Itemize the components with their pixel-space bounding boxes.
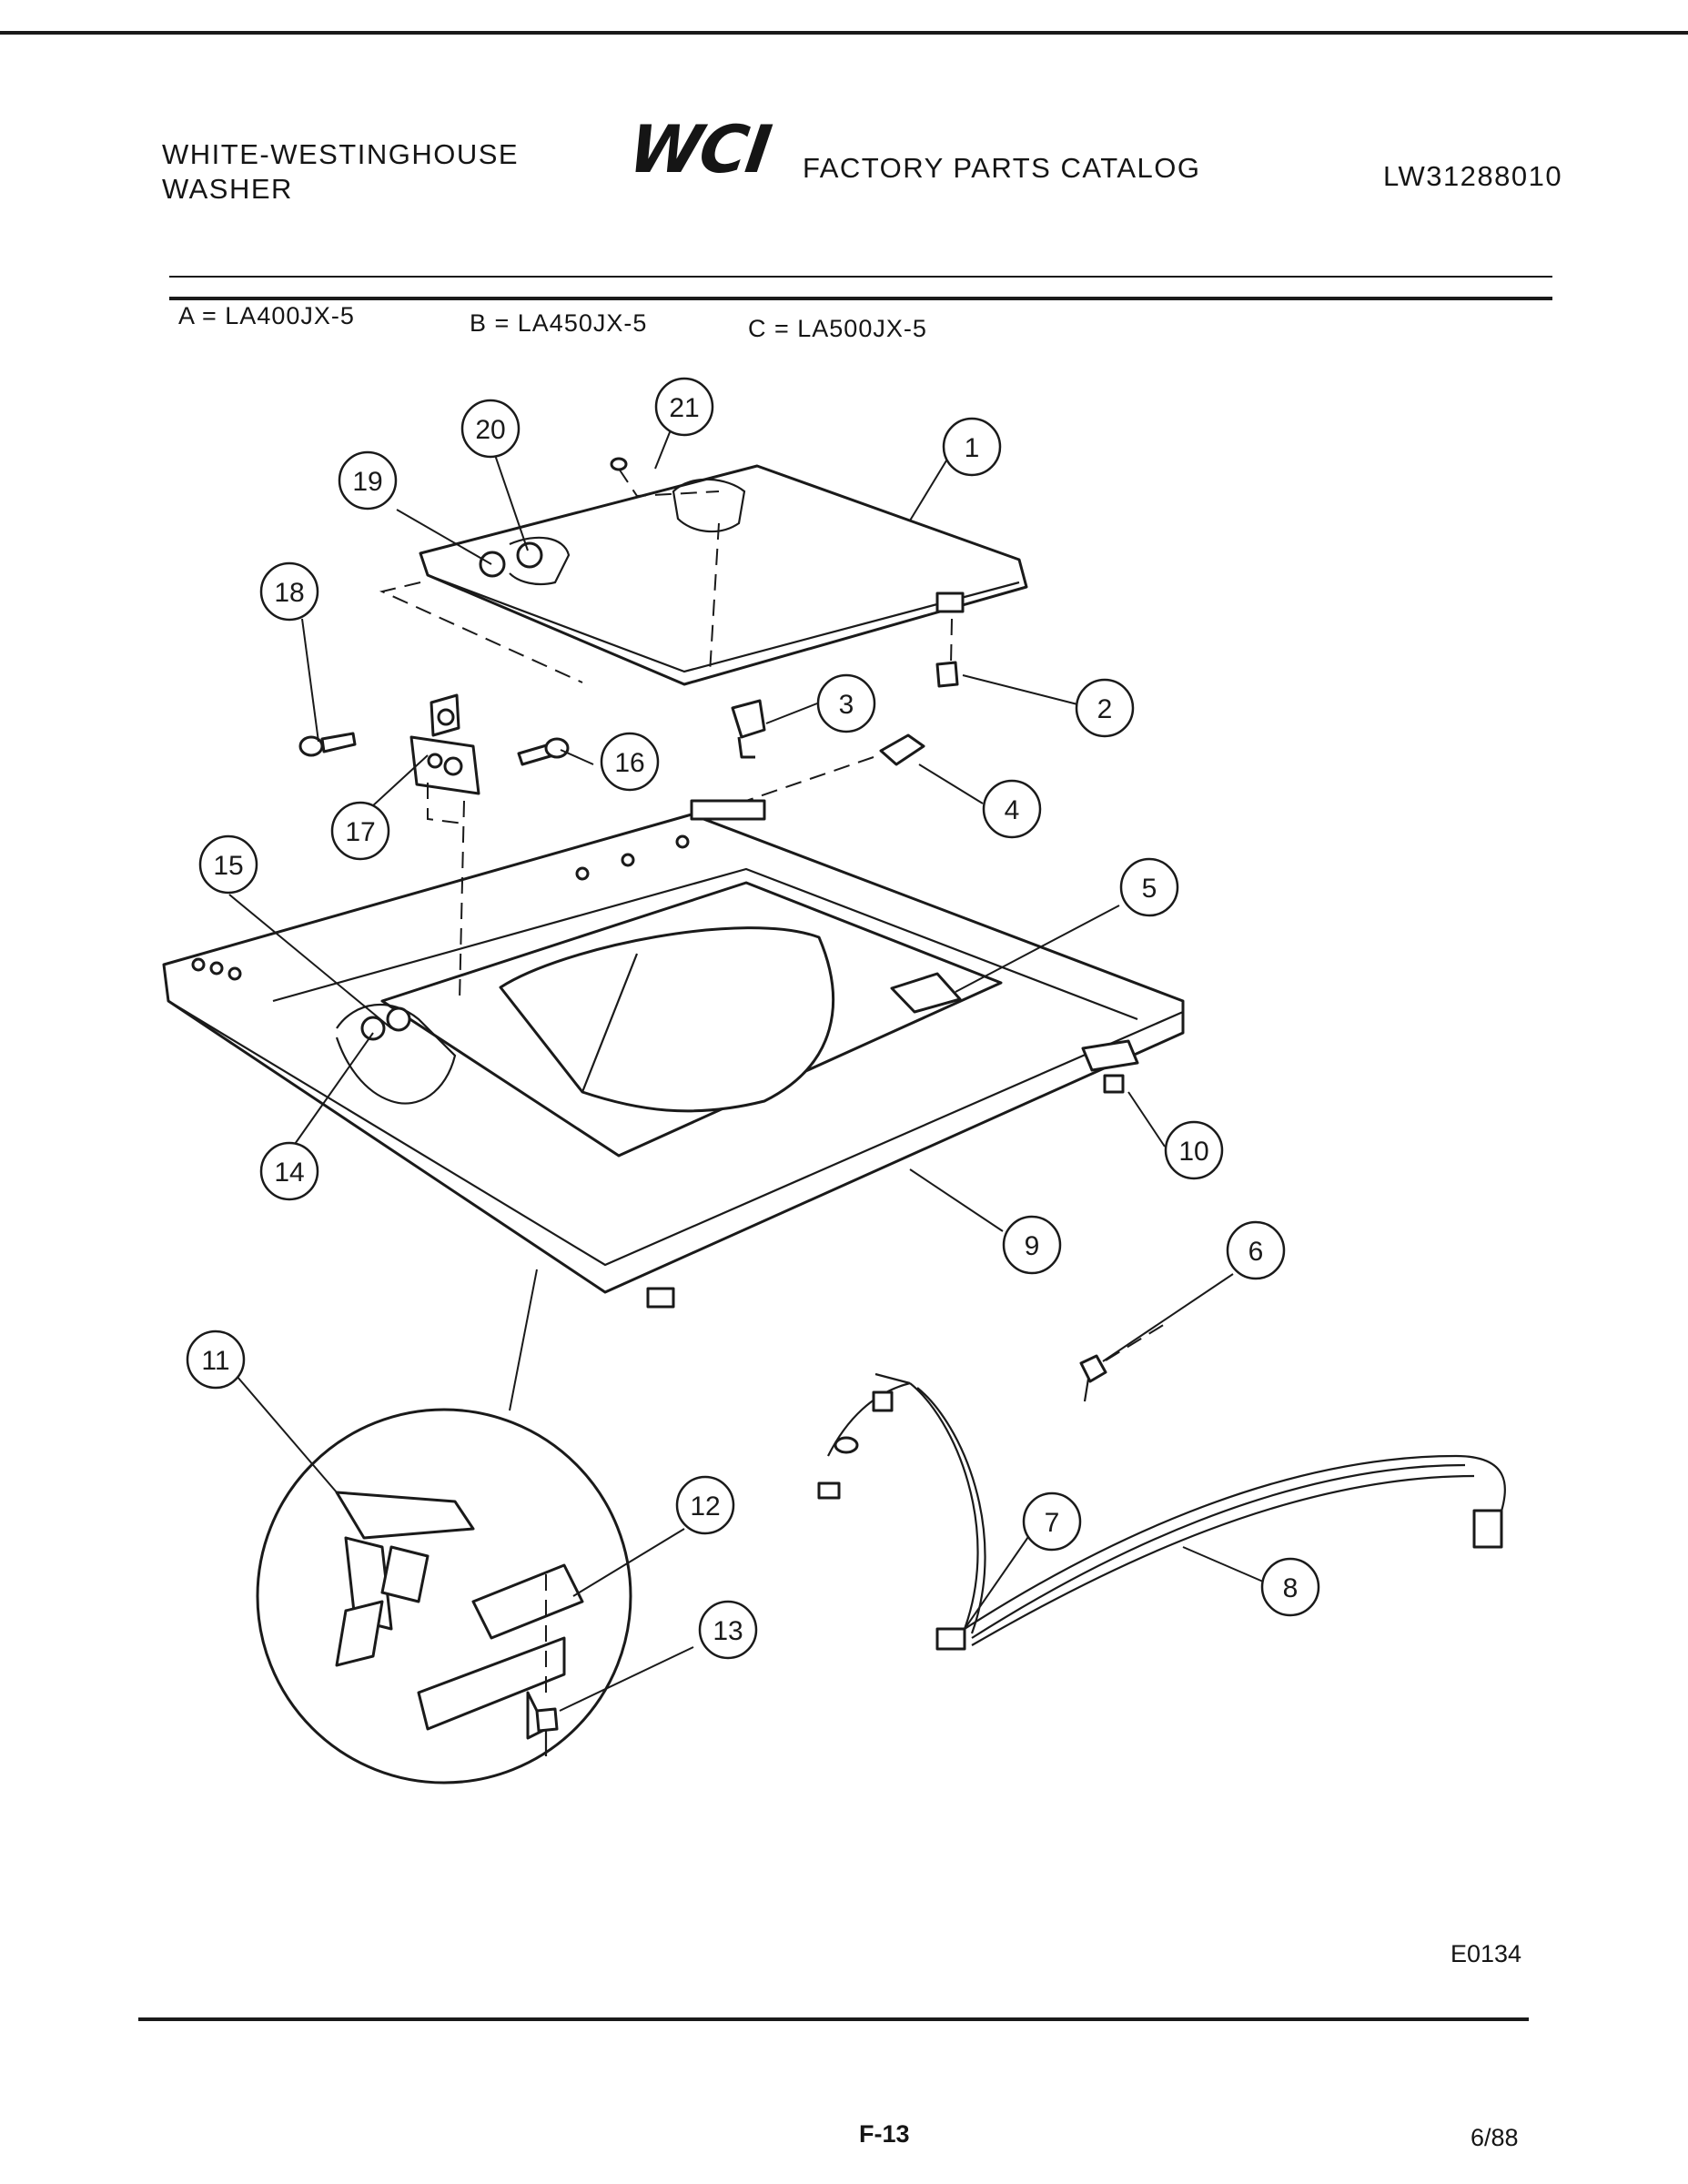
model-b-label: B = LA450JX-5: [470, 309, 648, 337]
svg-text:7: 7: [1045, 1508, 1060, 1538]
callout-8: 8: [1260, 1557, 1320, 1617]
callout-12: 12: [675, 1475, 735, 1535]
callout-14: 14: [259, 1141, 319, 1201]
hinge-bracket: [409, 693, 480, 795]
svg-text:20: 20: [475, 415, 505, 445]
brand-line-2: WASHER: [162, 173, 293, 205]
svg-text:8: 8: [1283, 1573, 1299, 1603]
brand-line-1: WHITE-WESTINGHOUSE: [162, 138, 520, 170]
callout-20: 20: [460, 399, 521, 459]
drawing-id: E0134: [1450, 1940, 1522, 1967]
svg-text:12: 12: [690, 1491, 720, 1522]
svg-text:18: 18: [274, 578, 304, 608]
hardware-parts: [298, 457, 1107, 1402]
callout-15: 15: [198, 834, 258, 895]
callout-21: 21: [654, 377, 714, 437]
page-number: F-13: [859, 2120, 910, 2148]
revision-date: 6/88: [1471, 2124, 1519, 2151]
header-rule-thick: [169, 297, 1552, 300]
callout-5: 5: [1119, 857, 1179, 917]
callout-13: 13: [698, 1600, 758, 1660]
catalog-title: FACTORY PARTS CATALOG: [803, 152, 1201, 184]
callout-19: 19: [338, 450, 398, 511]
callout-11: 11: [186, 1330, 246, 1390]
callout-18: 18: [259, 561, 319, 622]
callout-3: 3: [816, 673, 876, 733]
callout-10: 10: [1164, 1120, 1224, 1180]
callout-7: 7: [1022, 1491, 1082, 1552]
detail-inset: [256, 1408, 632, 1785]
leader-lines: [228, 427, 1264, 1712]
wiring-harness: [817, 1372, 1506, 1651]
callout-16: 16: [600, 732, 660, 792]
assembly-lines: [379, 468, 1166, 1693]
svg-text:16: 16: [614, 748, 644, 778]
lid-panel: [419, 464, 1028, 686]
svg-text:14: 14: [274, 1158, 304, 1188]
svg-text:15: 15: [213, 851, 243, 881]
console-top: [162, 799, 1185, 1309]
svg-text:17: 17: [345, 817, 375, 847]
callout-2: 2: [1075, 678, 1135, 738]
callout-4: 4: [982, 779, 1042, 839]
svg-text:13: 13: [713, 1616, 743, 1646]
top-border-rule: [0, 31, 1688, 35]
callout-9: 9: [1002, 1215, 1062, 1275]
svg-text:10: 10: [1178, 1137, 1208, 1167]
svg-text:9: 9: [1025, 1231, 1040, 1261]
model-a-label: A = LA400JX-5: [178, 302, 355, 329]
footer-rule: [138, 2017, 1529, 2021]
svg-text:19: 19: [352, 467, 382, 497]
svg-text:2: 2: [1097, 694, 1113, 724]
svg-text:6: 6: [1248, 1237, 1264, 1267]
callout-17: 17: [330, 801, 390, 861]
callout-1: 1: [942, 417, 1002, 477]
svg-text:21: 21: [669, 393, 699, 423]
catalog-number: LW31288010: [1383, 160, 1563, 192]
svg-text:4: 4: [1005, 795, 1020, 825]
model-c-label: C = LA500JX-5: [748, 315, 927, 342]
svg-text:1: 1: [965, 433, 980, 463]
svg-text:5: 5: [1142, 874, 1157, 904]
svg-text:11: 11: [201, 1346, 229, 1376]
callout-6: 6: [1226, 1220, 1286, 1280]
svg-text:3: 3: [839, 690, 854, 720]
header-rule-thin: [169, 276, 1552, 278]
